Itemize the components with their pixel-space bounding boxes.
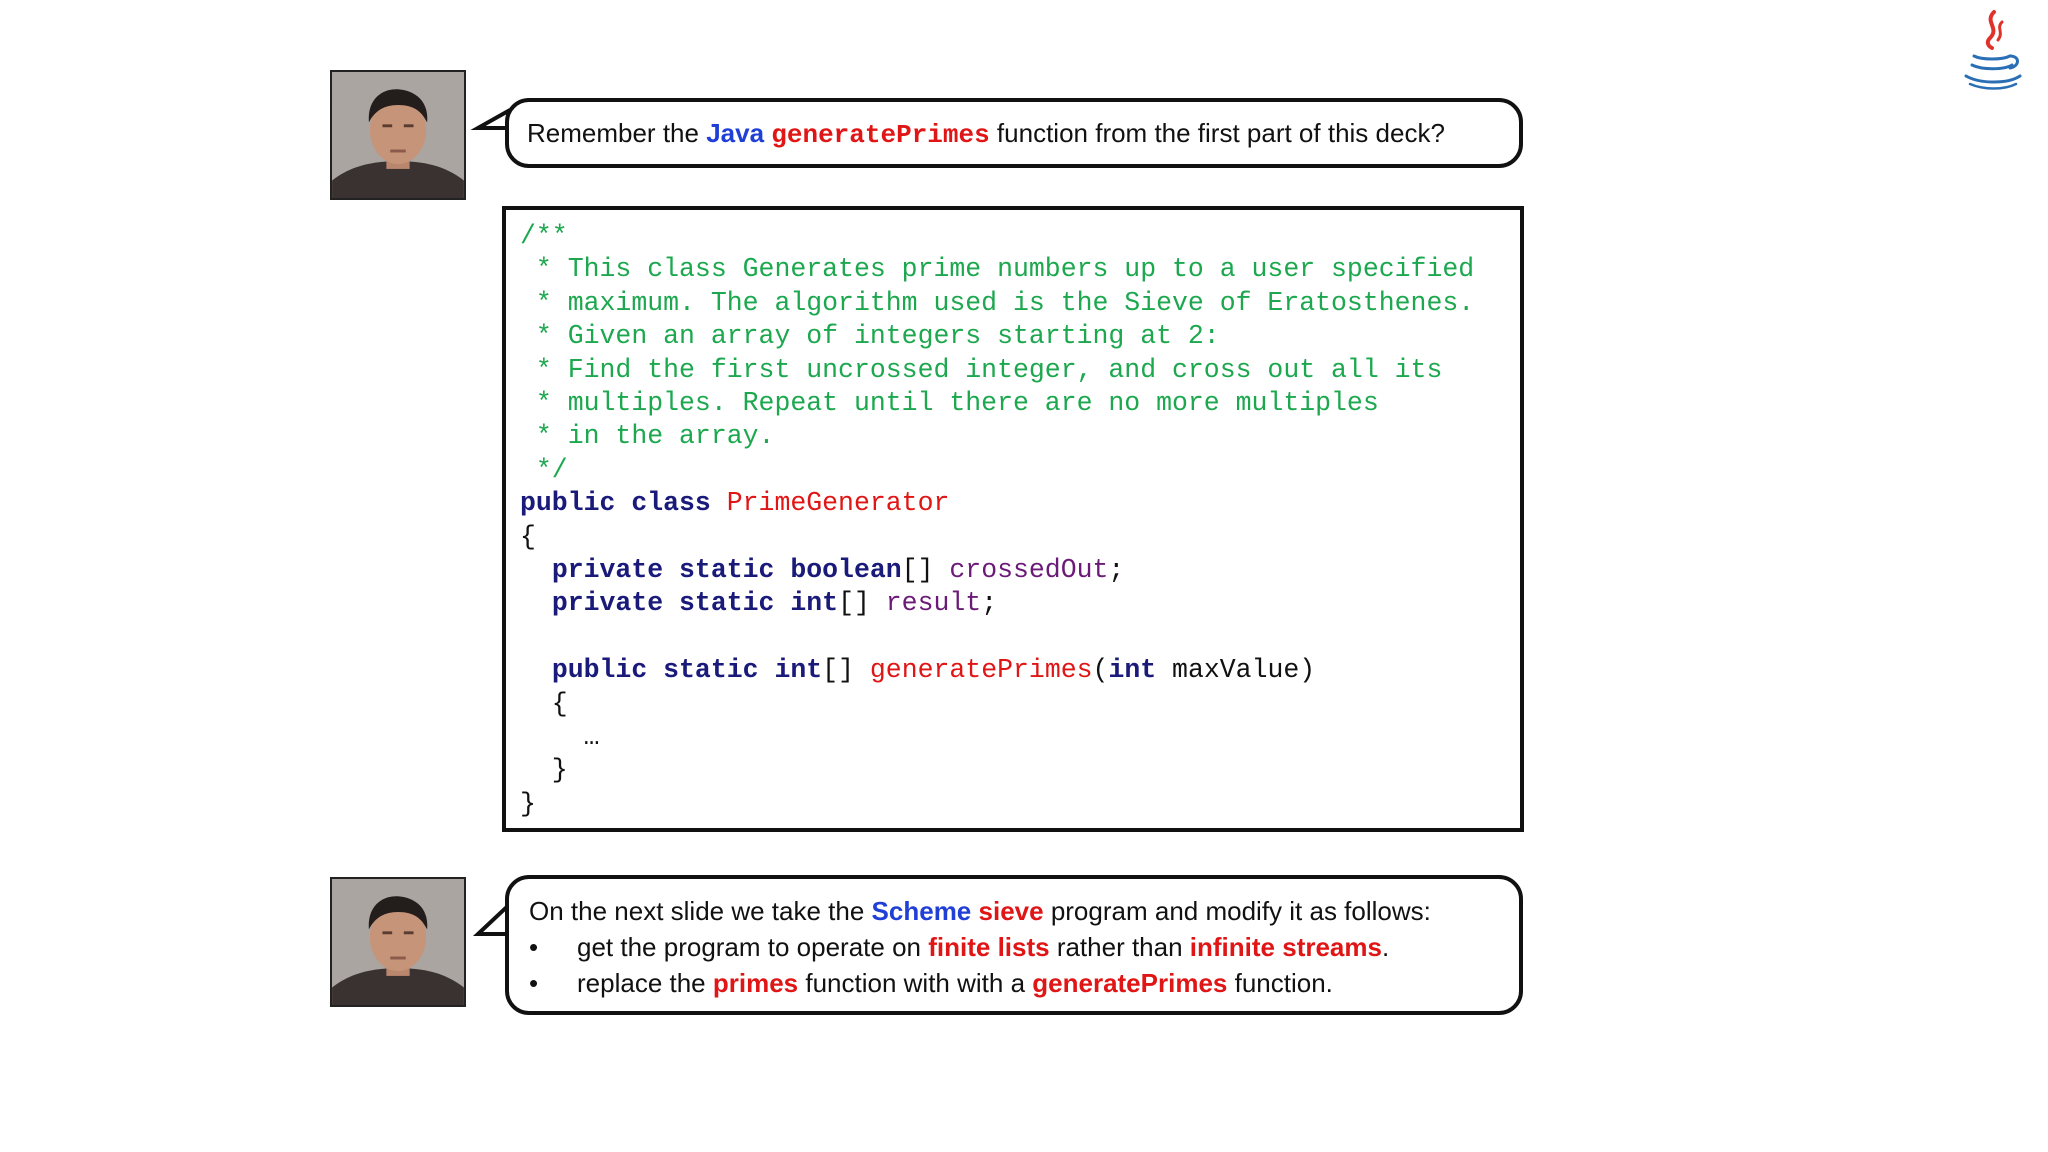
code-token: { bbox=[520, 521, 536, 552]
code-token: [] bbox=[838, 588, 886, 619]
code-line: public class PrimeGenerator bbox=[520, 487, 1506, 520]
code-token: PrimeGenerator bbox=[726, 488, 950, 519]
code-token: generatePrimes bbox=[869, 655, 1093, 686]
sieve-keyword: sieve bbox=[978, 896, 1044, 926]
code-line: * in the array. bbox=[520, 420, 1506, 453]
code-token bbox=[520, 588, 552, 618]
code-block: /** * This class Generates prime numbers… bbox=[502, 206, 1524, 832]
bullet2-text-start: replace the bbox=[577, 968, 713, 998]
next-slide-line: On the next slide we take the Scheme sie… bbox=[529, 893, 1499, 929]
code-token: [] bbox=[822, 655, 870, 686]
code-token: [] bbox=[901, 555, 950, 586]
bullet2-text-middle: function with with a bbox=[798, 968, 1033, 998]
code-token: * Given an array of integers starting at… bbox=[520, 321, 1220, 352]
next-slide-space bbox=[971, 896, 978, 926]
generateprimes-keyword: generatePrimes bbox=[1032, 968, 1228, 998]
code-line: private static boolean[] crossedOut; bbox=[520, 554, 1506, 587]
code-token: int bbox=[1108, 655, 1157, 686]
code-token: private static int bbox=[551, 588, 839, 619]
intro-text-end: function from the first part of this dec… bbox=[989, 118, 1445, 148]
code-line: * multiples. Repeat until there are no m… bbox=[520, 387, 1506, 420]
bullet-dot: • bbox=[529, 932, 539, 962]
code-line: } bbox=[520, 788, 1506, 821]
code-token: * Find the first uncrossed integer, and … bbox=[520, 354, 1443, 385]
code-line: * Find the first uncrossed integer, and … bbox=[520, 354, 1506, 387]
bullet-item-replace-primes: • replace the primes function with with … bbox=[529, 965, 1499, 1001]
code-line bbox=[520, 621, 1506, 654]
code-line: { bbox=[520, 521, 1506, 554]
intro-generateprimes-keyword: generatePrimes bbox=[771, 120, 990, 150]
bullet1-text-end: . bbox=[1381, 932, 1390, 962]
code-token: { bbox=[520, 688, 568, 719]
speech-bubble-next-slide: On the next slide we take the Scheme sie… bbox=[505, 875, 1523, 1015]
code-token bbox=[520, 555, 552, 585]
bullet-dot: • bbox=[529, 968, 539, 998]
code-token: * multiples. Repeat until there are no m… bbox=[520, 388, 1379, 419]
code-token: * maximum. The algorithm used is the Sie… bbox=[520, 287, 1475, 318]
code-line: { bbox=[520, 688, 1506, 721]
code-line: * Given an array of integers starting at… bbox=[520, 320, 1506, 353]
code-token: … bbox=[520, 722, 600, 753]
speech-bubble-intro: Remember the Java generatePrimes functio… bbox=[505, 98, 1523, 168]
code-token: private static boolean bbox=[551, 555, 902, 586]
code-token: } bbox=[520, 788, 536, 819]
code-token: ; bbox=[981, 588, 998, 619]
intro-java-keyword: Java bbox=[706, 118, 765, 148]
presenter-avatar-bottom bbox=[330, 877, 466, 1007]
code-token: /** bbox=[520, 221, 568, 251]
code-token: result bbox=[885, 588, 982, 619]
primes-keyword: primes bbox=[712, 968, 799, 998]
infinite-streams-keyword: infinite streams bbox=[1189, 932, 1382, 962]
bullet1-text-middle: rather than bbox=[1049, 932, 1190, 962]
code-line: … bbox=[520, 721, 1506, 754]
code-line: } bbox=[520, 754, 1506, 787]
next-slide-text-end: program and modify it as follows: bbox=[1043, 896, 1431, 926]
next-slide-text-start: On the next slide we take the bbox=[529, 896, 872, 926]
code-line: */ bbox=[520, 454, 1506, 487]
code-token: * in the array. bbox=[520, 421, 775, 452]
code-token: maxValue) bbox=[1156, 655, 1316, 686]
presenter-avatar-top bbox=[330, 70, 466, 200]
code-token bbox=[520, 655, 552, 685]
code-token: crossedOut bbox=[949, 555, 1109, 586]
code-token: } bbox=[520, 755, 568, 786]
bullet2-text-end: function. bbox=[1227, 968, 1333, 998]
intro-text-start: Remember the bbox=[527, 118, 707, 148]
java-logo-icon bbox=[1964, 10, 2022, 90]
bullet1-text-start: get the program to operate on bbox=[577, 932, 929, 962]
code-token: public class bbox=[520, 488, 727, 519]
presenter-photo-icon bbox=[332, 879, 464, 1005]
code-token: ( bbox=[1092, 655, 1109, 686]
presenter-photo-icon bbox=[332, 72, 464, 198]
java-source-code: /** * This class Generates prime numbers… bbox=[520, 220, 1506, 821]
code-line: private static int[] result; bbox=[520, 587, 1506, 620]
code-token: */ bbox=[520, 454, 568, 485]
code-token: * This class Generates prime numbers up … bbox=[520, 254, 1475, 285]
code-token: public static int bbox=[551, 655, 823, 686]
finite-lists-keyword: finite lists bbox=[928, 932, 1050, 962]
code-line: * This class Generates prime numbers up … bbox=[520, 253, 1506, 286]
bullet-item-finite-lists: • get the program to operate on finite l… bbox=[529, 929, 1499, 965]
code-line: public static int[] generatePrimes(int m… bbox=[520, 654, 1506, 687]
scheme-keyword: Scheme bbox=[871, 896, 972, 926]
code-line: /** bbox=[520, 220, 1506, 253]
code-token: ; bbox=[1108, 555, 1125, 586]
code-line: * maximum. The algorithm used is the Sie… bbox=[520, 287, 1506, 320]
